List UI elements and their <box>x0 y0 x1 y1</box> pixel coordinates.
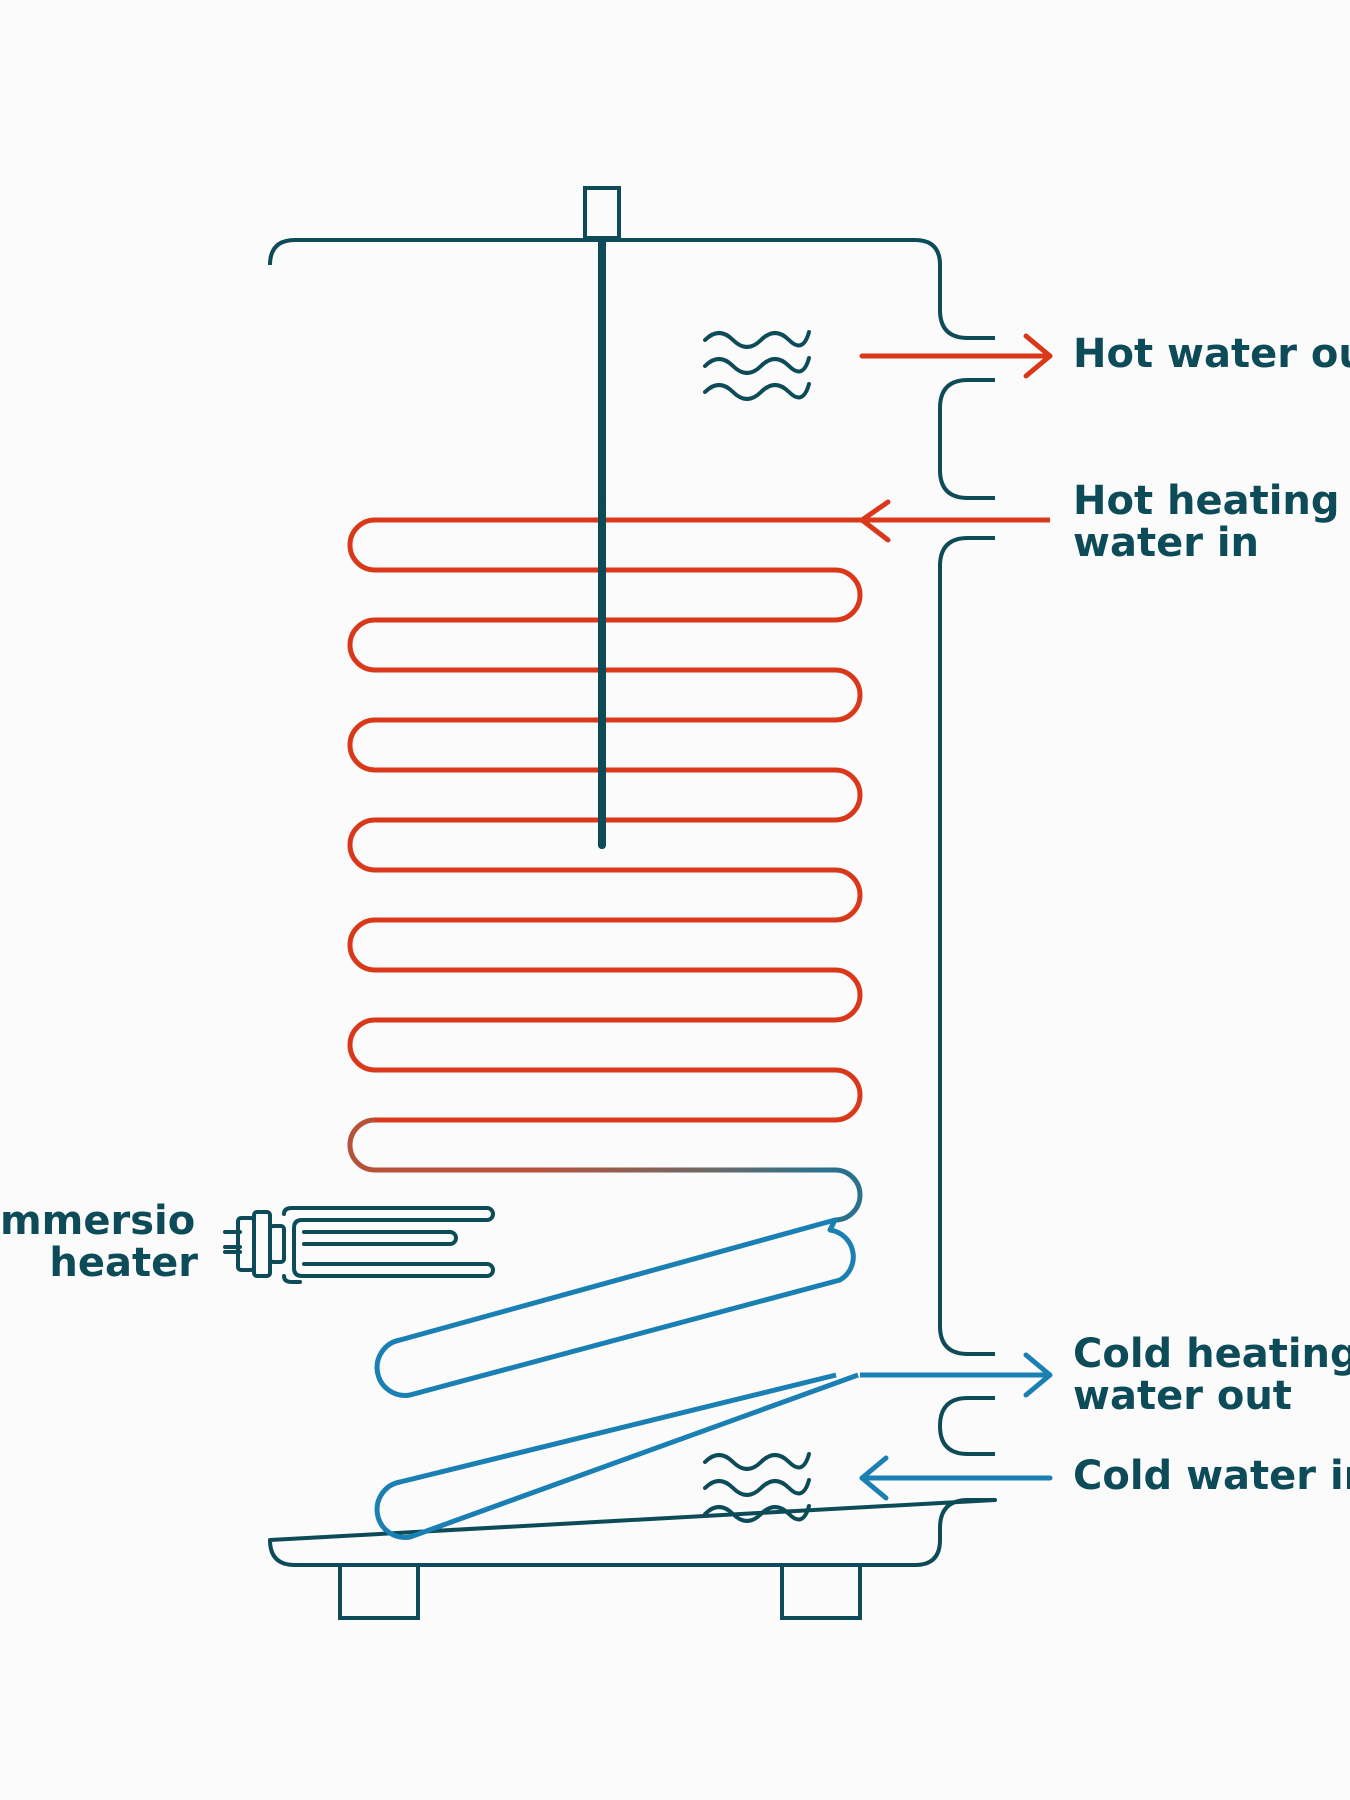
immersion-heater-text-2: heater <box>49 1240 198 1284</box>
hot-water-out-text: Hot water out <box>1073 331 1350 377</box>
arrow-left-icon-cold-water-in <box>859 1455 1053 1501</box>
wavy-water-icon-hot <box>703 330 811 401</box>
arrow-right-icon-cold-heating-water-out <box>1023 1352 1053 1398</box>
arrow-right-icon-hot-water-out <box>859 333 1053 379</box>
hot-heating-water-in-text-1: Hot heating <box>1073 478 1340 524</box>
wavy-water-icon-cold <box>703 1452 811 1523</box>
immersion-heater <box>223 1206 495 1284</box>
cold-water-in-label: Cold water in <box>1073 1455 1350 1497</box>
heating-coil-transition <box>347 1117 863 1223</box>
arrow-left-icon-hot-heating-water-in <box>859 499 891 543</box>
cold-heating-water-out-label: Cold heating water out <box>1073 1333 1350 1417</box>
immersion-heater-label: mmersion heater <box>0 1200 198 1284</box>
hot-heating-water-in-text-2: water in <box>1073 520 1260 566</box>
hot-water-out-label: Hot water out <box>1073 333 1350 375</box>
tank-foot-left <box>338 1567 420 1620</box>
heating-coil-cold <box>374 1217 859 1540</box>
sensor-cap <box>583 186 621 240</box>
heating-coil-hot <box>347 517 1050 1123</box>
hot-heating-water-in-label: Hot heating water in <box>1073 480 1340 564</box>
immersion-heater-text-1: mmersion <box>0 1200 198 1244</box>
cold-heating-water-out-text-2: water out <box>1073 1373 1292 1419</box>
tank-foot-right <box>780 1567 862 1620</box>
cold-water-in-text: Cold water in <box>1073 1453 1350 1499</box>
cold-heating-water-out-text-1: Cold heating <box>1073 1331 1350 1377</box>
tank-body <box>268 238 997 1567</box>
